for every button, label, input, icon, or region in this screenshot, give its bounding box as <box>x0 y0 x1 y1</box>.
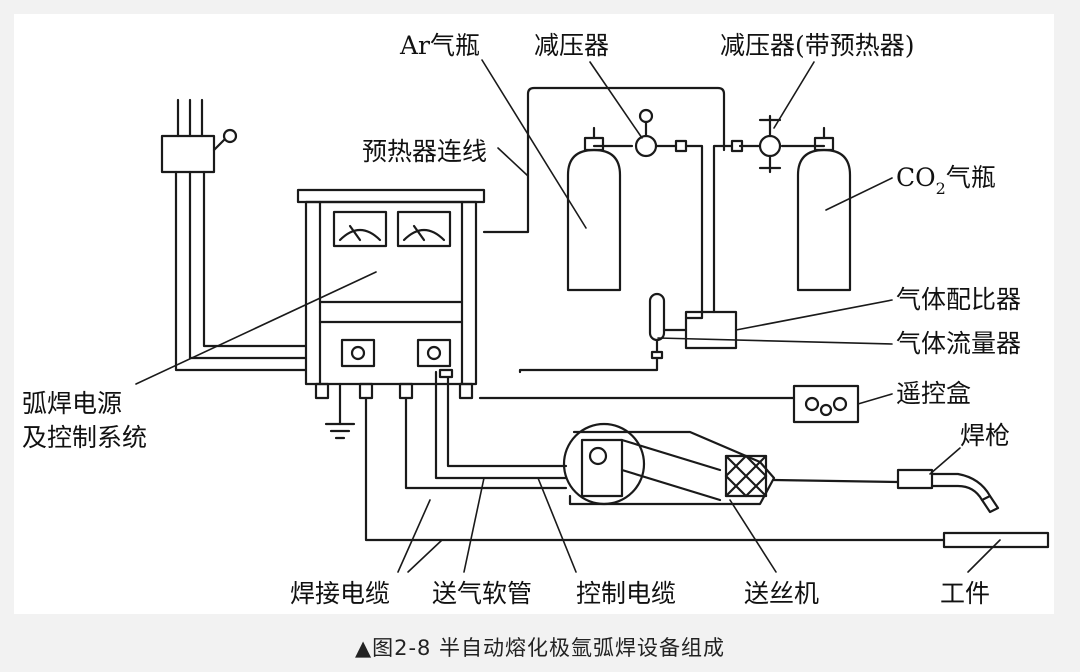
label-wire-feeder: 送丝机 <box>744 579 819 608</box>
leader-lines <box>135 59 1001 573</box>
ar-regulator <box>592 108 688 158</box>
switch-box <box>160 134 216 174</box>
ar-gas-line <box>684 144 704 320</box>
label-regulator: 减压器 <box>534 31 609 60</box>
wire-feeder <box>562 422 776 506</box>
label-power-source-line2: 及控制系统 <box>22 423 147 452</box>
label-gas-hose: 送气软管 <box>432 579 532 608</box>
label-preheater-wire: 预热器连线 <box>362 137 487 166</box>
label-remote-box: 遥控盒 <box>896 379 971 408</box>
voltmeter-icon <box>332 210 388 248</box>
output-socket-right <box>416 338 452 368</box>
welding-cable-to-feeder <box>404 396 568 490</box>
label-power-source-line1: 弧焊电源 <box>22 389 122 418</box>
ar-cylinder <box>566 126 622 292</box>
label-co2-cylinder: CO2气瓶 <box>896 163 996 198</box>
label-regulator-heated: 减压器(带预热器) <box>720 31 915 60</box>
label-gas-mixer: 气体配比器 <box>896 285 1021 314</box>
workpiece-plate <box>942 531 1050 549</box>
label-flow-meter: 气体流量器 <box>896 329 1021 358</box>
output-socket-left <box>340 338 376 368</box>
label-ar-cylinder: Ar气瓶 <box>399 31 480 60</box>
power-source-cabinet <box>296 188 486 440</box>
figure-caption: ▲图2-8 半自动熔化极氩弧焊设备组成 <box>354 636 726 660</box>
label-control-cable: 控制电缆 <box>576 579 676 608</box>
remote-control-box <box>478 384 860 424</box>
label-workpiece: 工件 <box>940 579 990 608</box>
mains-supply <box>160 98 307 372</box>
welding-torch <box>772 468 1000 514</box>
figure-frame <box>14 14 1054 614</box>
equipment-diagram: Ar气瓶 减压器 减压器(带预热器) 预热器连线 CO2气瓶 气体配比器 气体流… <box>22 31 1050 608</box>
label-welding-cable: 焊接电缆 <box>290 579 390 608</box>
ammeter-icon <box>396 210 452 248</box>
flow-meter <box>518 292 688 374</box>
switch-handle-icon <box>222 128 238 144</box>
label-welding-torch: 焊枪 <box>960 421 1010 450</box>
welding-cable-to-workpiece <box>364 396 946 542</box>
co2-cylinder <box>796 126 852 292</box>
control-cable-line <box>434 370 568 480</box>
co2-gas-line <box>712 144 734 314</box>
gas-hose-line <box>446 376 568 468</box>
co2-regulator-heated <box>730 114 826 174</box>
preheater-cable <box>482 86 726 234</box>
